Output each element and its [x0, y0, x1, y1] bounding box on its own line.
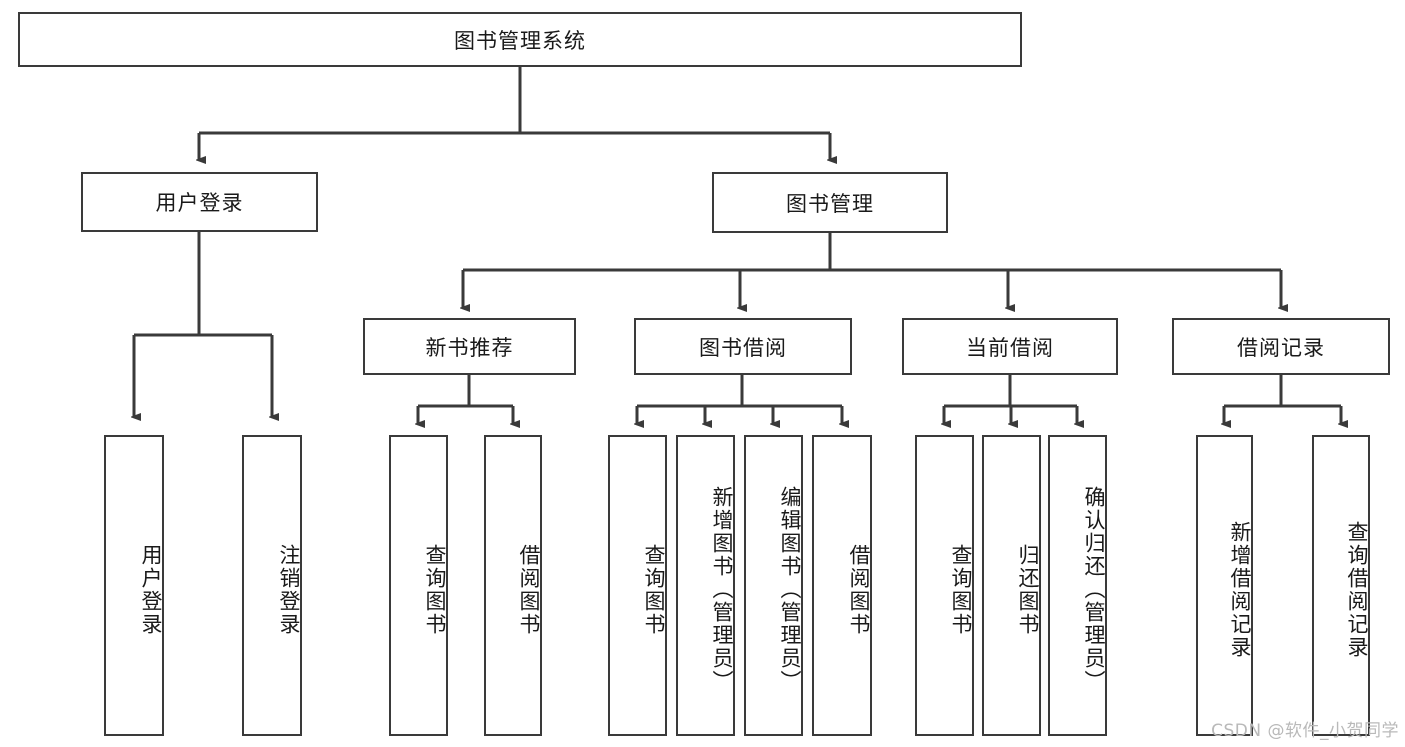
- node-label: 借阅图书: [517, 543, 541, 636]
- leaf-current-borrow-return[interactable]: 归还图书: [982, 435, 1041, 736]
- node-label: 新增图书（管理员）: [710, 486, 734, 693]
- node-label: 编辑图书（管理员）: [778, 486, 802, 693]
- leaf-book-borrow-add[interactable]: 新增图书（管理员）: [676, 435, 735, 736]
- node-borrow-record[interactable]: 借阅记录: [1172, 318, 1390, 375]
- node-book-borrow[interactable]: 图书借阅: [634, 318, 852, 375]
- node-new-book-recommend[interactable]: 新书推荐: [363, 318, 576, 375]
- node-root-system[interactable]: 图书管理系统: [18, 12, 1022, 67]
- node-label: 借阅记录: [1237, 335, 1325, 360]
- leaf-book-borrow-borrow[interactable]: 借阅图书: [812, 435, 872, 736]
- leaf-book-borrow-query[interactable]: 查询图书: [608, 435, 667, 736]
- leaf-current-borrow-confirm-return[interactable]: 确认归还（管理员）: [1048, 435, 1107, 736]
- node-user-login[interactable]: 用户登录: [81, 172, 318, 232]
- leaf-borrow-record-query[interactable]: 查询借阅记录: [1312, 435, 1370, 736]
- node-current-borrow[interactable]: 当前借阅: [902, 318, 1118, 375]
- node-label: 查询借阅记录: [1345, 520, 1369, 659]
- leaf-new-book-borrow[interactable]: 借阅图书: [484, 435, 542, 736]
- node-label: 新书推荐: [425, 335, 514, 360]
- node-label: 归还图书: [1016, 543, 1040, 636]
- node-label: 当前借阅: [966, 335, 1054, 360]
- leaf-user-login-logout[interactable]: 注销登录: [242, 435, 302, 736]
- node-label: 新增借阅记录: [1228, 520, 1252, 659]
- leaf-current-borrow-query[interactable]: 查询图书: [915, 435, 974, 736]
- leaf-book-borrow-edit[interactable]: 编辑图书（管理员）: [744, 435, 803, 736]
- node-label: 确认归还（管理员）: [1082, 486, 1106, 693]
- node-label: 图书借阅: [699, 335, 787, 360]
- node-label: 图书管理: [786, 191, 874, 216]
- node-label: 查询图书: [642, 543, 666, 636]
- node-label: 查询图书: [949, 543, 973, 636]
- node-label: 用户登录: [155, 191, 244, 215]
- node-label: 图书管理系统: [454, 28, 586, 53]
- node-label: 注销登录: [277, 543, 301, 636]
- leaf-borrow-record-add[interactable]: 新增借阅记录: [1196, 435, 1253, 736]
- node-label: 用户登录: [139, 543, 163, 636]
- node-label: 查询图书: [423, 543, 447, 636]
- node-book-management[interactable]: 图书管理: [712, 172, 948, 233]
- leaf-new-book-query[interactable]: 查询图书: [389, 435, 448, 736]
- node-label: 借阅图书: [847, 543, 871, 636]
- leaf-user-login-login[interactable]: 用户登录: [104, 435, 164, 736]
